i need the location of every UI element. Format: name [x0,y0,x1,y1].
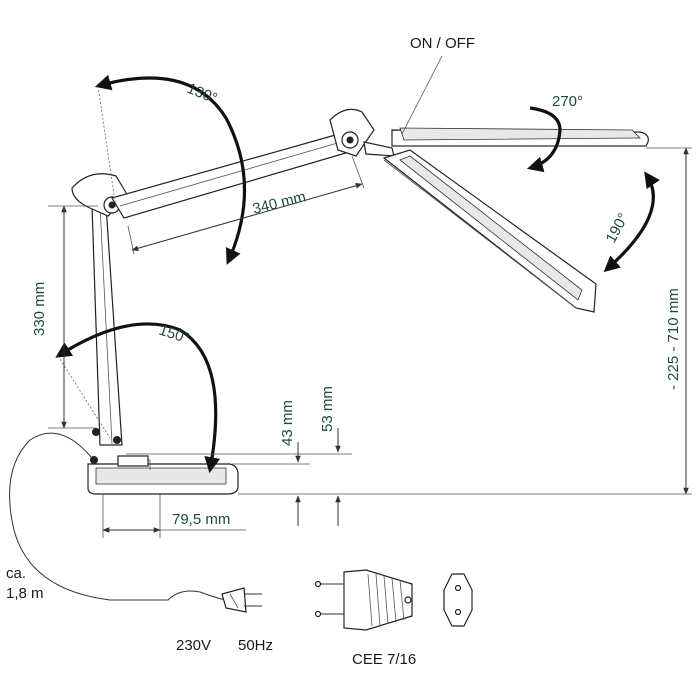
post-height-label: 330 mm [31,282,48,336]
socket-icon [443,573,473,627]
plug-standard-label: CEE 7/16 [352,651,416,668]
lamp-head-horizontal [391,127,649,147]
arc-190-arrow [603,171,660,273]
on-off-label: ON / OFF [410,35,475,52]
cable-ca-label: ca. [6,565,26,582]
angle-130-label: 130° [185,80,220,107]
head-joint [329,108,395,157]
base-53-label: 53 mm [319,386,336,432]
arm-length-label: 340 mm [251,188,308,218]
power-cable [9,432,227,601]
base-43-label: 43 mm [279,400,296,446]
voltage-label: 230V [176,637,211,654]
arc-270-arrow [526,106,562,173]
cable-length-label: 1,8 m [6,585,44,602]
plug-cee716-icon [314,569,413,631]
angle-270-label: 270° [552,93,583,110]
angle-150-label: 150° [157,322,192,348]
plug-small-icon [221,587,262,613]
on-off-pointer [401,55,443,135]
frequency-label: 50Hz [238,637,273,654]
dim-340-line [131,183,363,251]
arc-150-arrow [55,322,221,474]
lamp-post [91,204,123,446]
base-offset-label: 79,5 mm [172,511,230,528]
upper-arm [111,131,357,219]
lamp-base [87,455,239,495]
angle-190-label: 190° [603,210,633,245]
lamp-head-tilted [382,149,597,313]
height-range-label: - 225 - 710 mm [665,288,682,390]
